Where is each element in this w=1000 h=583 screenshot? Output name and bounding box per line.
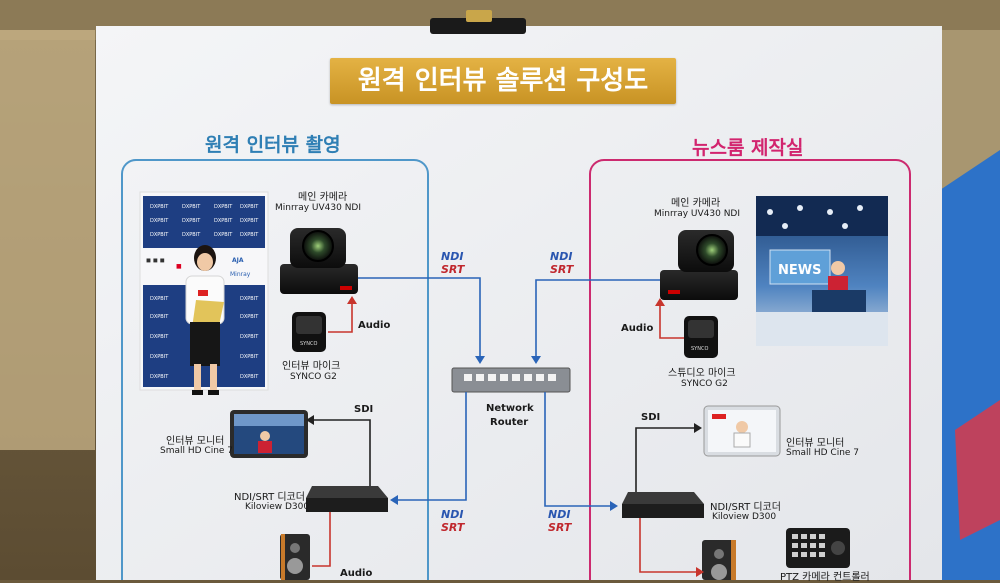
- left-decoder-model: Kiloview D300: [245, 502, 310, 512]
- svg-text:DXPBIT: DXPBIT: [150, 354, 169, 360]
- svg-text:◼ ◼ ◼: ◼ ◼ ◼: [146, 257, 165, 264]
- left-monitor-model: Small HD Cine 7: [160, 446, 234, 456]
- right-section-frame: [589, 159, 911, 580]
- clip-hinge: [466, 10, 492, 22]
- ndi-label-top-left: NDI: [441, 250, 464, 263]
- svg-text:DXPBIT: DXPBIT: [240, 374, 259, 380]
- left-interview-mic-icon: SYNCO: [292, 312, 326, 352]
- wire-left-cam-router: [358, 277, 481, 360]
- left-interview-monitor-icon: [230, 410, 308, 458]
- wire-right-sdi: [635, 427, 696, 492]
- left-decoder-name: NDI/SRT 디코더: [234, 492, 305, 503]
- newsroom-studio-image: NEWS: [756, 196, 888, 346]
- left-mic-model: SYNCO G2: [290, 372, 337, 382]
- right-audio-label: Audio: [621, 323, 654, 334]
- svg-text:DXPBIT: DXPBIT: [240, 296, 259, 302]
- svg-text:DXPBIT: DXPBIT: [182, 218, 201, 224]
- right-main-camera-icon: [660, 230, 738, 300]
- left-sdi-label: SDI: [354, 404, 374, 415]
- wire-left-sdi: [312, 419, 371, 486]
- right-decoder-icon: [622, 492, 704, 518]
- ptz-controller-icon: [786, 528, 850, 568]
- wire-router-left-decoder: [396, 392, 467, 501]
- right-monitor-model: Small HD Cine 7: [786, 448, 860, 458]
- svg-text:DXPBIT: DXPBIT: [214, 204, 233, 210]
- svg-text:DXPBIT: DXPBIT: [182, 204, 201, 210]
- ndi-label-bottom-left: NDI: [441, 508, 464, 521]
- svg-text:DXPBIT: DXPBIT: [150, 232, 169, 238]
- svg-text:DXPBIT: DXPBIT: [214, 218, 233, 224]
- router-label-line2: Router: [490, 417, 529, 428]
- wire-left-mic-cam: [328, 302, 353, 333]
- left-speaker-icon: [280, 534, 310, 580]
- svg-text:SYNCO: SYNCO: [300, 341, 317, 347]
- svg-text:DXPBIT: DXPBIT: [150, 218, 169, 224]
- right-mic-model: SYNCO G2: [681, 379, 728, 389]
- reporter-figure: [185, 245, 225, 395]
- wire-right-audio-out: [639, 518, 700, 573]
- connection-wires: [306, 277, 704, 577]
- right-camera-model: Minrray UV430 NDI: [654, 209, 741, 219]
- left-section-title: 원격 인터뷰 촬영: [205, 134, 341, 156]
- srt-label-top-right: SRT: [550, 263, 574, 276]
- left-camera-name: 메인 카메라: [298, 192, 348, 203]
- left-camera-model: Minrray UV430 NDI: [275, 203, 362, 213]
- wire-right-mic-cam: [659, 304, 684, 339]
- board-clip: [430, 18, 526, 34]
- right-mic-name: 스튜디오 마이크: [668, 368, 736, 379]
- left-section-frame: [121, 159, 429, 580]
- left-monitor-name: 인터뷰 모니터: [166, 436, 225, 447]
- right-camera-name: 메인 카메라: [671, 198, 721, 209]
- svg-text:DXPBIT: DXPBIT: [214, 232, 233, 238]
- minray-logo: Minray: [230, 271, 251, 278]
- svg-text:DXPBIT: DXPBIT: [150, 296, 169, 302]
- srt-label-top-left: SRT: [441, 263, 465, 276]
- left-decoder-icon: [306, 486, 388, 512]
- red-backdrop: [955, 400, 1000, 540]
- ndi-label-bottom-right: NDI: [548, 508, 571, 521]
- wire-left-audio-out: [312, 512, 331, 567]
- svg-text:DXPBIT: DXPBIT: [150, 314, 169, 320]
- ptz-controller-name: PTZ 카메라 컨트롤러: [780, 572, 870, 583]
- left-mic-name: 인터뷰 마이크: [282, 361, 341, 372]
- svg-text:DXPBIT: DXPBIT: [150, 374, 169, 380]
- srt-label-bottom-right: SRT: [548, 521, 572, 534]
- wire-router-right-decoder: [544, 392, 612, 507]
- wire-right-cam-router: [535, 279, 660, 360]
- board-title: 원격 인터뷰 솔루션 구성도: [330, 58, 676, 104]
- right-section-title: 뉴스룸 제작실: [692, 137, 804, 159]
- svg-text:DXPBIT: DXPBIT: [240, 204, 259, 210]
- right-decoder-name: NDI/SRT 디코더: [710, 502, 781, 513]
- right-monitor-name: 인터뷰 모니터: [786, 438, 845, 449]
- svg-text:DXPBIT: DXPBIT: [240, 218, 259, 224]
- router-label-line1: Network: [486, 403, 534, 414]
- svg-text:DXPBIT: DXPBIT: [240, 354, 259, 360]
- svg-text:DXPBIT: DXPBIT: [240, 314, 259, 320]
- left-wall: [0, 30, 95, 450]
- right-decoder-model: Kiloview D300: [712, 512, 777, 522]
- ndi-label-top-right: NDI: [550, 250, 573, 263]
- right-speaker-icon: [702, 540, 736, 580]
- svg-text:DXPBIT: DXPBIT: [240, 334, 259, 340]
- svg-text:DXPBIT: DXPBIT: [150, 204, 169, 210]
- right-interview-monitor-icon: [703, 405, 781, 457]
- srt-label-bottom-left: SRT: [441, 521, 465, 534]
- svg-text:DXPBIT: DXPBIT: [150, 334, 169, 340]
- svg-text:SYNCO: SYNCO: [691, 346, 708, 352]
- svg-text:■: ■: [176, 263, 182, 270]
- aja-logo: AJA: [232, 257, 244, 264]
- left-main-camera-icon: [280, 228, 358, 294]
- news-screen-text: NEWS: [778, 263, 821, 278]
- left-audio-bottom-label: Audio: [340, 568, 373, 579]
- left-audio-label: Audio: [358, 320, 391, 331]
- svg-text:DXPBIT: DXPBIT: [182, 232, 201, 238]
- svg-text:DXPBIT: DXPBIT: [240, 232, 259, 238]
- network-router-icon: [451, 367, 571, 393]
- right-sdi-label: SDI: [641, 412, 661, 423]
- right-studio-mic-icon: SYNCO: [684, 316, 718, 358]
